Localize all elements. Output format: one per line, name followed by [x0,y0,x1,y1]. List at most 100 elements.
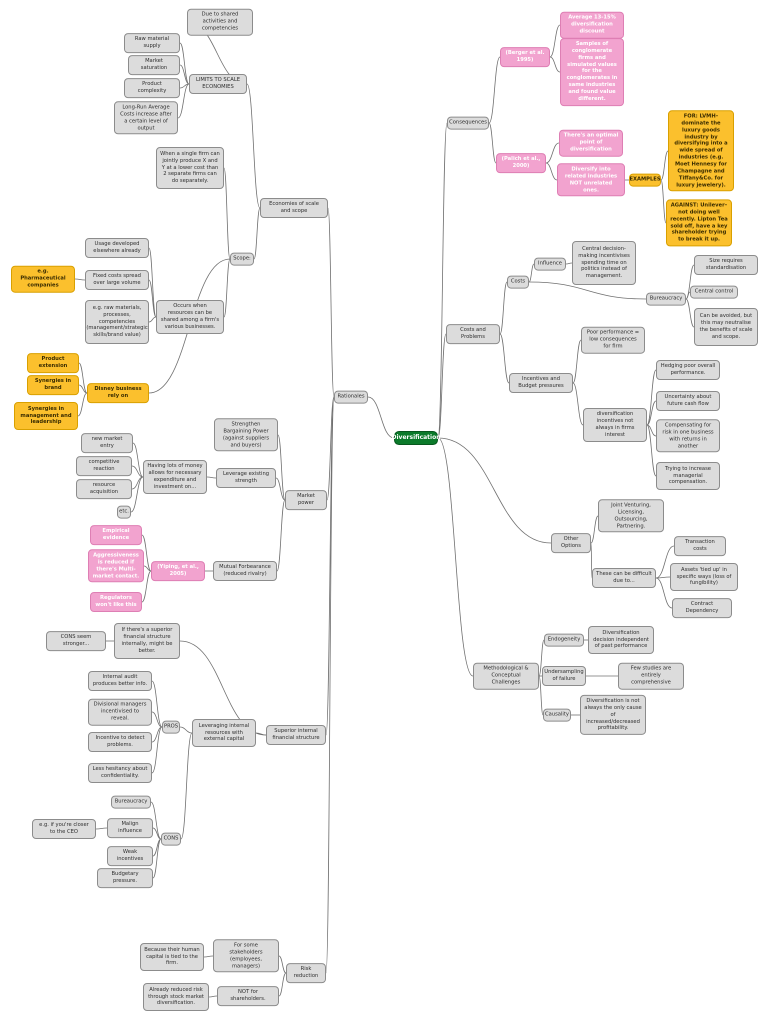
node-market-power[interactable]: Market power [285,490,327,510]
node-closer-ceo[interactable]: e.g. if you're closer to the CEO [32,819,96,839]
node-few-studies[interactable]: Few studies are entirely comprehensive [618,662,684,690]
node-these-difficult[interactable]: These can be difficult due to... [592,568,656,588]
node-product-complexity[interactable]: Product complexity [124,78,180,98]
node-budgetary[interactable]: Budgetary pressure. [97,868,153,888]
node-div-decision[interactable]: Diversification decision independent of … [588,626,654,654]
node-rationales[interactable]: Rationales [334,390,368,404]
node-if-theres[interactable]: If there's a superior financial structur… [114,623,180,659]
node-mutual-forbearance[interactable]: Mutual Forbearance (reduced rivalry) [213,561,277,581]
connector-econ_scale-limits [246,83,261,209]
node-contract-dependency[interactable]: Contract Dependency [672,598,732,618]
node-samples[interactable]: Samples of conglomerate firms and simula… [560,38,624,106]
node-hedging[interactable]: Hedging poor overall performance. [656,360,720,380]
node-palich[interactable]: (Palich et al., 2000) [496,153,546,173]
node-strengthen[interactable]: Strengthen Bargaining Power (against sup… [214,418,278,452]
node-can-be-avoided[interactable]: Can be avoided, but this may neutralise … [694,308,758,346]
node-root[interactable]: Diversification [392,431,441,445]
node-against-unilever[interactable]: AGAINST: Unilever– not doing well recent… [666,199,732,247]
node-disney[interactable]: Disney business rely on [87,383,149,403]
node-central-decision[interactable]: Central decision-making incentivises spe… [572,241,636,285]
node-label: When a single firm can jointly produce X… [160,150,220,185]
connector-costs_problems-costs [499,281,508,335]
node-empirical[interactable]: Empirical evidence [90,525,142,545]
node-methodological[interactable]: Methodological & Conceptual Challenges [473,662,539,690]
node-usage-developed[interactable]: Usage developed elsewhere already [85,238,149,258]
node-synergies-brand[interactable]: Synergies in brand [27,375,79,395]
node-causality[interactable]: Causality [543,708,571,722]
node-endogeneity[interactable]: Endogeneity [544,633,584,647]
node-other-options[interactable]: Other Options [551,533,591,553]
connector-these_difficult-transaction_costs [655,545,675,579]
node-size-requires[interactable]: Size requires standardisation [694,255,758,275]
node-divisional[interactable]: Divisional managers incentivised to reve… [88,698,152,726]
node-synergies-mgmt[interactable]: Synergies in management and leadership [14,402,78,430]
node-single-firm[interactable]: When a single firm can jointly produce X… [156,147,224,189]
node-some-stakeholders[interactable]: For some stakeholders (employees, manage… [213,939,279,973]
node-div-incentives[interactable]: diversification incentives not always in… [583,408,647,442]
node-not-shareholders[interactable]: NOT for shareholders. [217,986,279,1006]
node-cons[interactable]: CONS [161,832,181,846]
node-cons-stronger[interactable]: CONS seem stronger... [46,631,106,651]
node-already-reduced[interactable]: Already reduced risk through stock marke… [143,983,209,1011]
node-optimal-point[interactable]: There's an optimal point of diversificat… [559,129,623,157]
node-div-not-only[interactable]: Diversification is not always the only c… [580,694,646,736]
node-consequences[interactable]: Consequences [447,116,489,130]
node-assets-tied[interactable]: Assets 'tied up' in specific ways (loss … [670,563,738,591]
node-fixed-costs[interactable]: Fixed costs spread over large volume [85,270,149,290]
node-competitive[interactable]: competitive reaction [76,456,132,476]
node-pharma[interactable]: e.g. Pharmaceutical companies [11,265,75,293]
node-costs[interactable]: Costs [507,275,529,289]
node-resource-acq[interactable]: resource acquisition [76,479,132,499]
node-long-run[interactable]: Long-Run Average Costs increase after a … [114,101,178,135]
node-raw-material[interactable]: Raw material supply [124,33,180,53]
node-yiping[interactable]: (Yiping, et al., 2005) [151,561,205,581]
node-uncertainty[interactable]: Uncertainty about future cash flow [656,391,720,411]
node-label: Compensating for risk in one business wi… [662,422,714,449]
node-aggressiveness[interactable]: Aggressiveness is reduced if there's Mul… [88,549,144,583]
node-avg-discount[interactable]: Average 13-15% diversification discount [560,11,624,39]
node-leverage-existing[interactable]: Leverage existing strength [216,468,276,488]
node-weak-incentives[interactable]: Weak incentives [107,846,153,866]
node-label: For some stakeholders (employees, manage… [229,942,263,969]
node-occurs-when[interactable]: Occurs when resources can be shared amon… [156,300,224,334]
node-leveraging-internal[interactable]: Leveraging internal resources with exter… [192,719,256,747]
node-undersampling[interactable]: Undersampling of failure [542,666,586,686]
node-examples[interactable]: EXAMPLES [629,173,661,187]
node-incentives-budget[interactable]: Incentives and Budget pressures [509,373,573,393]
node-label: Empirical evidence [102,528,130,541]
node-incentive-detect[interactable]: Incentive to detect problems. [88,732,152,752]
node-central-control[interactable]: Central control [690,285,738,299]
node-transaction-costs[interactable]: Transaction costs [674,536,726,556]
node-bureaucracy-cons[interactable]: Bureaucracy [111,795,151,809]
connector-leverage_existing-lots_of_money [206,476,217,479]
node-limits[interactable]: LIMITS TO SCALE ECONOMIES [189,74,247,94]
node-lots-of-money[interactable]: Having lots of money allows for necessar… [143,460,207,494]
node-influence[interactable]: Influence [534,257,566,271]
node-internal-audit[interactable]: Internal audit produces better info. [88,671,152,691]
node-compensating[interactable]: Compensating for risk in one business wi… [656,419,720,453]
node-superior-internal[interactable]: Superior internal financial structure [266,725,326,745]
node-berger[interactable]: (Berger et al. 1995) [500,47,550,67]
node-poor-performance[interactable]: Poor performance = low consequences for … [581,326,645,354]
node-malign[interactable]: Malign influence [107,818,153,838]
node-etc[interactable]: etc. [117,505,131,519]
node-econ-scale[interactable]: Economies of scale and scope [260,198,328,218]
node-new-market[interactable]: new market entry [81,433,133,453]
node-market-saturation[interactable]: Market saturation [128,55,180,75]
node-costs-problems[interactable]: Costs and Problems [446,324,500,344]
node-pros[interactable]: PROS [162,720,180,734]
node-shared-activities[interactable]: Due to shared activities and competencie… [187,8,253,36]
node-risk-reduction[interactable]: Risk reduction [286,963,326,983]
node-diversify-related[interactable]: Diversify into related industries NOT un… [557,163,625,197]
connector-yiping-aggressiveness [143,565,152,572]
node-joint-venturing[interactable]: Joint Venturing, Licensing, Outsourcing,… [598,499,664,533]
node-trying-increase[interactable]: Trying to increase managerial compensati… [656,462,720,490]
node-for-lvmh[interactable]: FOR: LVMH– dominate the luxury goods ind… [668,110,734,192]
node-raw-materials-list[interactable]: e.g. raw materials, processes, competenc… [85,300,149,344]
node-less-hesitancy[interactable]: Less hesitancy about confidentiality. [88,763,152,783]
node-regulators[interactable]: Regulators won't like this [90,592,142,612]
node-product-extension[interactable]: Product extension [27,353,79,373]
node-scope[interactable]: Scope: [230,252,254,266]
node-human-capital[interactable]: Because their human capital is tied to t… [140,943,204,971]
node-bureaucracy-costs[interactable]: Bureaucracy [646,292,686,306]
